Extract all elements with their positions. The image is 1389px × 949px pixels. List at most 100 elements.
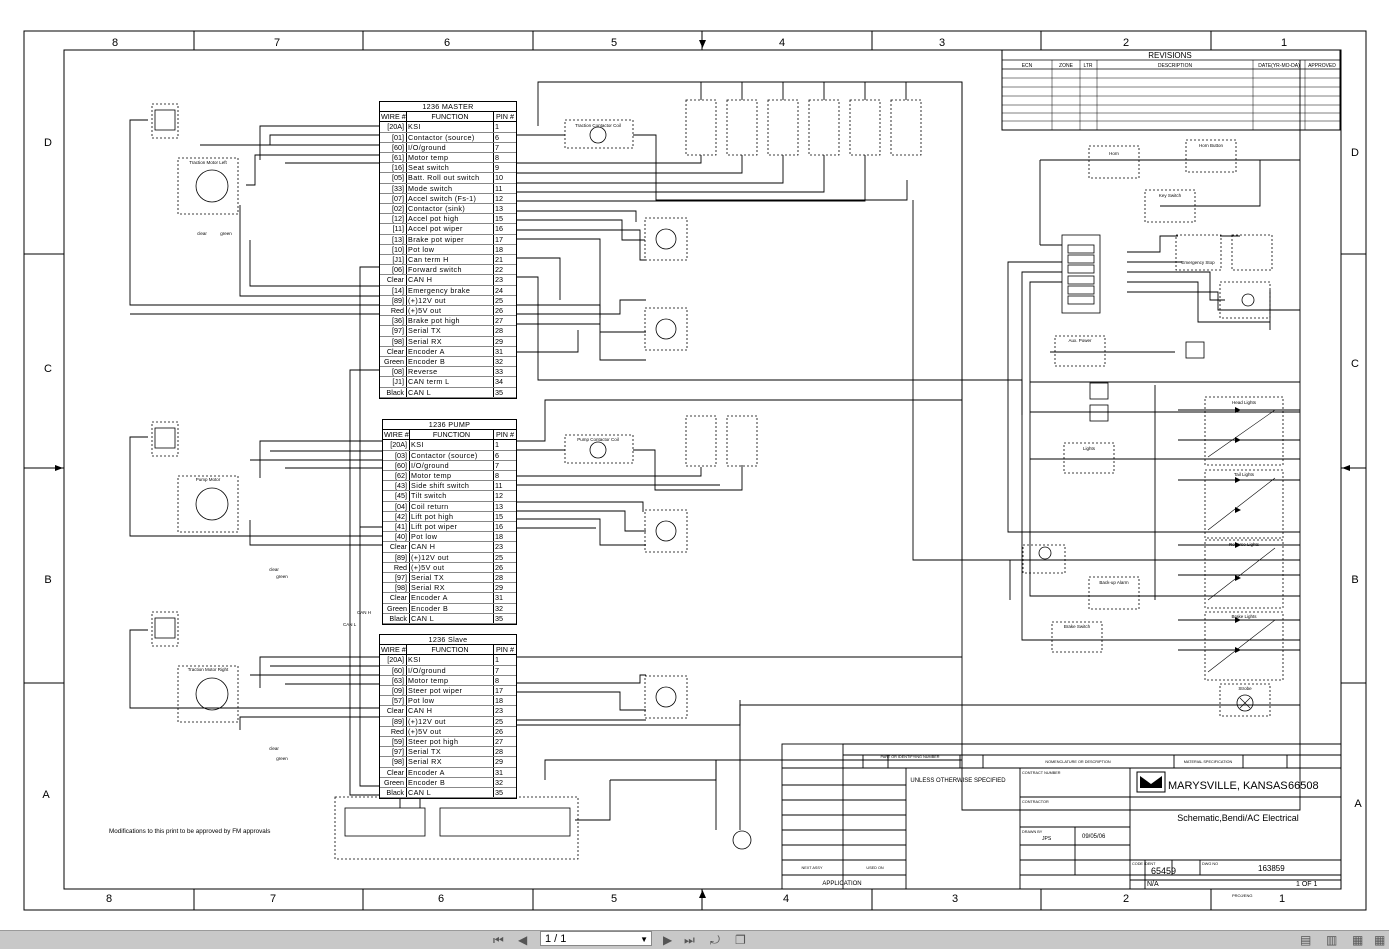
- function-name: Encoder B: [407, 777, 494, 788]
- single-page-view-icon[interactable]: ▤: [1300, 933, 1312, 947]
- wire-number: [20A]: [380, 122, 407, 132]
- wire-number: [60]: [383, 460, 410, 471]
- row-a-left: A: [42, 789, 50, 801]
- wire-number: [02]: [380, 204, 407, 214]
- pin-number: 25: [495, 295, 503, 305]
- pin-number: 16: [495, 224, 503, 234]
- function-name: Side shift switch: [410, 481, 494, 491]
- rev-header-approved: APPROVED: [1308, 63, 1336, 69]
- wire-number: [10]: [380, 244, 407, 255]
- wire-number: [20A]: [380, 655, 407, 665]
- wire-number: Clear: [380, 346, 407, 357]
- last-page-button[interactable]: ⏭: [684, 933, 695, 947]
- pin-number: 32: [495, 603, 503, 613]
- wire-number: [42]: [383, 511, 410, 522]
- first-page-button[interactable]: ⏮: [493, 933, 504, 947]
- wire-number: [98]: [383, 583, 410, 593]
- pump-contactor-label: Pump Contactor Coil: [577, 437, 619, 442]
- function-name: Steer pot high: [407, 737, 494, 747]
- pin-number: 16: [495, 522, 503, 532]
- wire-number: Clear: [380, 767, 407, 777]
- col-2-bottom: 2: [1123, 893, 1129, 905]
- slave-controller-table: 1236 Slave WIRE # FUNCTION PIN # [20A]KS…: [379, 634, 517, 800]
- contractor-label: CONTRACTOR: [1022, 800, 1049, 804]
- wire-number: Clear: [380, 275, 407, 285]
- chevron-down-icon[interactable]: ▼: [640, 935, 648, 944]
- function-name: Accel pot high: [407, 214, 494, 224]
- function-name: (+)12V out: [407, 716, 494, 726]
- page-number-input[interactable]: 1 / 1 ▼: [540, 931, 652, 946]
- two-page-view-icon[interactable]: ▥: [1326, 933, 1338, 947]
- function-name: Lift pot wiper: [410, 522, 494, 532]
- brake-switch-label: Brake Switch: [1064, 624, 1091, 629]
- function-name: (+)5V out: [407, 726, 494, 737]
- rotate-icon[interactable]: ⤾: [710, 933, 720, 947]
- pin-number: 23: [495, 706, 503, 716]
- application-label: APPLICATION: [822, 881, 861, 887]
- wire-number: Red: [380, 726, 407, 737]
- col-7-top: 7: [274, 37, 280, 49]
- function-name: (+)12V out: [407, 295, 494, 306]
- previous-page-button[interactable]: ◀: [518, 933, 528, 947]
- function-name: Pot low: [407, 696, 494, 706]
- head-lights-label: Head Lights: [1232, 400, 1257, 405]
- pin-number: 13: [495, 204, 503, 214]
- pin-number: 23: [495, 542, 503, 552]
- continuous-view-icon[interactable]: ▦: [1352, 933, 1364, 947]
- wire-number: [03]: [383, 450, 410, 460]
- next-page-button[interactable]: ▶: [663, 933, 673, 947]
- master-row: [01]Contactor (source)6: [380, 132, 516, 143]
- wire-number: [43]: [383, 481, 410, 491]
- header-pin: PIN #: [496, 112, 514, 122]
- pin-number: 11: [495, 481, 503, 491]
- wire-number: [07]: [380, 193, 407, 204]
- cage-code: 65459: [1151, 866, 1176, 876]
- rev-header-date: DATE(YR-MO-DA): [1258, 63, 1300, 69]
- pin-number: 26: [495, 306, 503, 316]
- copy-icon[interactable]: ❐: [735, 933, 746, 947]
- function-name: Accel pot wiper: [407, 224, 494, 234]
- grid-view-icon[interactable]: ▦: [1374, 933, 1386, 947]
- drawn-date: 09/05/06: [1082, 834, 1106, 840]
- row-d-left: D: [44, 137, 52, 149]
- wire-number: [04]: [383, 501, 410, 511]
- wire-number: [89]: [380, 716, 407, 726]
- nomenclature-header: NOMENCLATURE OR DESCRIPTION: [1045, 760, 1111, 764]
- wire-number: [89]: [383, 552, 410, 562]
- row-b-right: B: [1351, 574, 1358, 586]
- pin-number: 7: [495, 142, 499, 152]
- pump-title: 1236 PUMP: [383, 420, 516, 431]
- wire-number: Black: [380, 387, 407, 397]
- wire-number: Black: [380, 788, 407, 798]
- function-name: Motor temp: [407, 675, 494, 686]
- wire-number: Clear: [383, 542, 410, 552]
- traction-motor-right-label: Traction Motor Right: [188, 667, 229, 672]
- sheet-number: 1 OF 1: [1296, 881, 1318, 888]
- aux-power-label: Aux. Power: [1068, 338, 1092, 343]
- col-5-top: 5: [611, 37, 617, 49]
- wire-number: [89]: [380, 295, 407, 306]
- pin-number: 33: [495, 367, 503, 377]
- pump-controller-table: 1236 PUMP WIRE # FUNCTION PIN # [20A]KSI…: [382, 419, 517, 626]
- rev-header-ecn: ECN: [1022, 63, 1033, 69]
- function-name: (+)12V out: [410, 552, 494, 562]
- tail-lights-label: Tail Lights: [1234, 472, 1255, 477]
- schematic-sheet: 8 7 6 5 4 3 2 1 8 7 6 5 4 3 2 1 D C B A …: [0, 0, 1389, 930]
- pin-number: 1: [495, 655, 499, 665]
- col-8-top: 8: [112, 37, 118, 49]
- drawn-by: JPS: [1042, 836, 1052, 842]
- function-name: (+)5V out: [410, 562, 494, 573]
- pin-number: 31: [495, 593, 503, 603]
- header-function: FUNCTION: [410, 430, 494, 440]
